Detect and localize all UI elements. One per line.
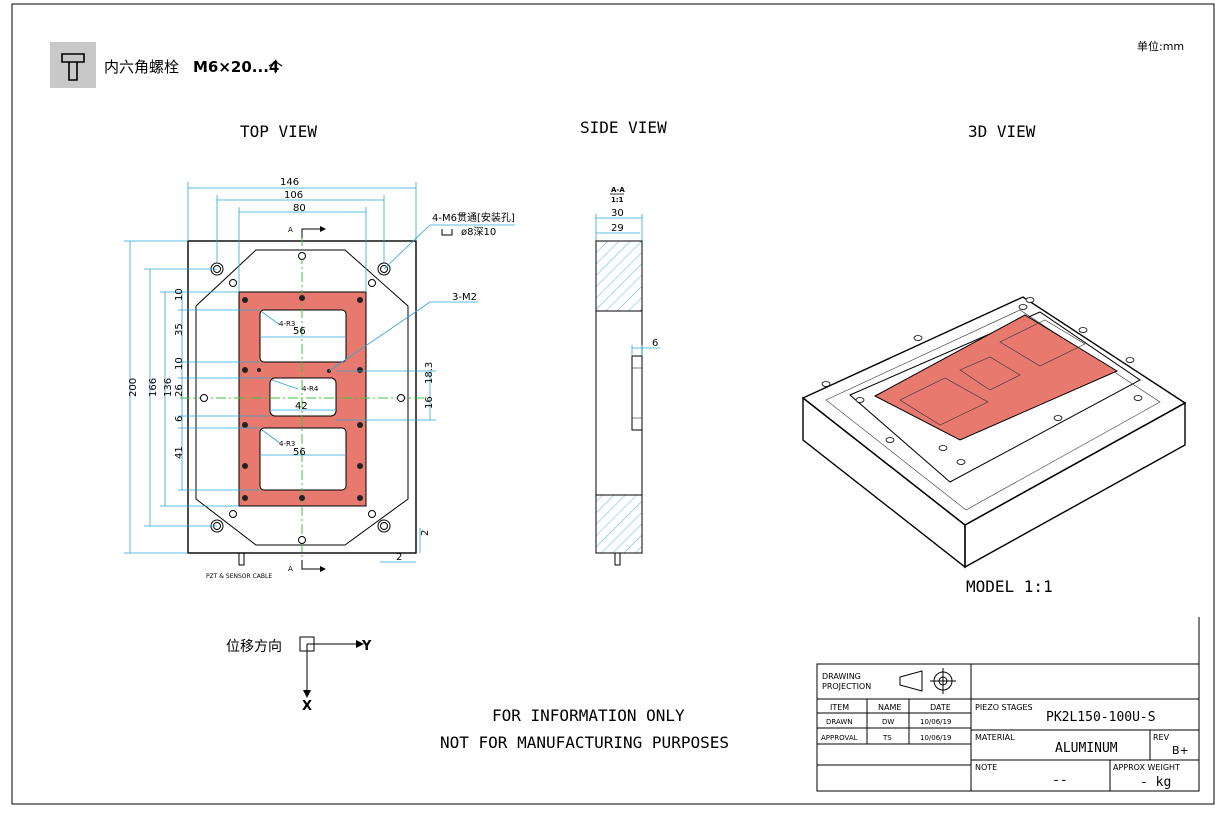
title-block: DRAWING PROJECTION ITEM NAME DATE DRAWN … [816, 617, 1200, 792]
dim-166: 166 [148, 378, 159, 397]
dim-6-side: 6 [652, 338, 658, 349]
dim-29: 29 [611, 223, 624, 234]
horizontal-dimensions: 146 106 80 56 42 56 [187, 177, 417, 458]
dim-41: 41 [174, 446, 185, 459]
plate-window-bottom [259, 427, 347, 491]
row-drawn: DRAWN [826, 718, 853, 726]
dim-10-top: 10 [174, 288, 185, 301]
iso-view-title: 3D VIEW [968, 122, 1036, 141]
dim-200: 200 [128, 378, 139, 397]
section-marker-top: A [288, 226, 326, 238]
axis-label: 位移方向 [226, 639, 282, 655]
dim-26: 26 [174, 384, 185, 397]
radius-bottom: 4-R3 [279, 440, 295, 448]
hex-bolt-icon [61, 53, 85, 81]
col-name: NAME [878, 703, 901, 712]
iso-recess [849, 311, 1141, 483]
cable-connector [238, 552, 245, 566]
approval-date: 10/06/19 [920, 734, 951, 742]
iso-right-face [964, 401, 1186, 569]
dim-10-mid: 10 [174, 357, 185, 370]
hardware-unit: 个 [268, 58, 283, 76]
dim-136: 136 [163, 378, 174, 397]
dim-18-3: 18.3 [424, 362, 435, 384]
notice-line-2: NOT FOR MANUFACTURING PURPOSES [440, 733, 729, 752]
weight-value: - kg [1140, 775, 1171, 790]
sheet-frame [11, 3, 1215, 805]
radius-middle: 4-R4 [302, 385, 319, 393]
dim-56-bottom: 56 [293, 447, 306, 458]
top-view: PZT & SENSOR CABLE A A 146 106 80 [124, 177, 515, 580]
dim-2-horizontal: 2 [396, 552, 402, 563]
drawn-name: DW [882, 718, 894, 726]
rev-label: REV [1153, 733, 1170, 742]
callout-4-m6: 4-M6贯通[安装孔] [432, 211, 515, 224]
section-scale: 1:1 [611, 196, 624, 204]
rev-value: B+ [1172, 744, 1189, 757]
plate-window-top [259, 309, 347, 363]
dim-42: 42 [295, 401, 308, 412]
iso-holes [821, 297, 1143, 465]
svg-text:A: A [288, 226, 293, 234]
plate-screws [242, 295, 363, 501]
row-approval: APPROVAL [821, 734, 858, 742]
note-label: NOTE [975, 763, 997, 772]
plate-window-middle [269, 377, 337, 417]
iso-view [801, 296, 1187, 569]
hatch-top [595, 240, 643, 312]
dim-16: 16 [424, 396, 435, 409]
cable-label: PZT & SENSOR CABLE [206, 573, 272, 580]
header-icon-box [50, 42, 96, 88]
product-code: PK2L150-100U-S [1046, 710, 1156, 725]
axis-x: X [302, 699, 312, 714]
product-label: PIEZO STAGES [975, 703, 1033, 712]
svg-text:A: A [288, 565, 293, 573]
dim-30: 30 [611, 208, 624, 219]
dim-80: 80 [293, 203, 306, 214]
section-label: A-A [611, 186, 625, 194]
vertical-dimensions: 200 166 136 10 35 10 26 6 41 18.3 [124, 240, 436, 563]
axis-y: Y [361, 639, 372, 654]
hardware-spec: M6×20...4 [193, 58, 279, 76]
dim-6: 6 [174, 416, 185, 422]
dim-56-top: 56 [293, 326, 306, 337]
small-holes [200, 252, 405, 544]
model-scale-label: MODEL 1:1 [966, 577, 1053, 596]
col-item: ITEM [830, 703, 849, 712]
dim-106: 106 [284, 190, 303, 201]
projection-label-2: PROJECTION [822, 682, 871, 691]
dim-2-vertical: 2 [420, 530, 431, 536]
top-view-title: TOP VIEW [240, 122, 317, 141]
third-angle-projection-icon [899, 668, 956, 694]
radius-top: 4-R3 [279, 320, 295, 328]
dim-35: 35 [174, 323, 185, 336]
callout-3-m2: 3-M2 [452, 292, 477, 303]
side-view-title: SIDE VIEW [580, 118, 667, 137]
hardware-text: 内六角螺栓 [104, 58, 179, 76]
callout-counterbore: ø8深10 [461, 226, 496, 238]
material-value: ALUMINUM [1055, 741, 1118, 756]
notice-line-1: FOR INFORMATION ONLY [492, 706, 685, 725]
material-label: MATERIAL [975, 733, 1015, 742]
projection-label-1: DRAWING [822, 672, 861, 681]
axis-indicator: 位移方向 Y X [226, 636, 372, 714]
note-value: -- [1052, 773, 1068, 788]
side-view: A-A 1:1 30 29 6 [595, 186, 660, 566]
side-cable [614, 552, 621, 566]
drawn-date: 10/06/19 [920, 718, 951, 726]
iso-mount-plate [873, 314, 1119, 441]
weight-label: APPROX WEIGHT [1113, 763, 1180, 772]
hole-callouts: 4-M6贯通[安装孔] ø8深10 3-M2 4-R3 4-R4 4-R3 [261, 211, 515, 448]
col-date: DATE [930, 703, 951, 712]
section-marker-bottom: A [288, 560, 326, 573]
side-mount-plate [631, 355, 643, 431]
dim-146: 146 [280, 177, 299, 188]
approval-name: TS [882, 734, 892, 742]
hardware-header: 内六角螺栓 M6×20...4 个 单位:mm [50, 39, 1184, 88]
units-label: 单位:mm [1137, 39, 1184, 53]
hatch-bottom [595, 494, 643, 554]
